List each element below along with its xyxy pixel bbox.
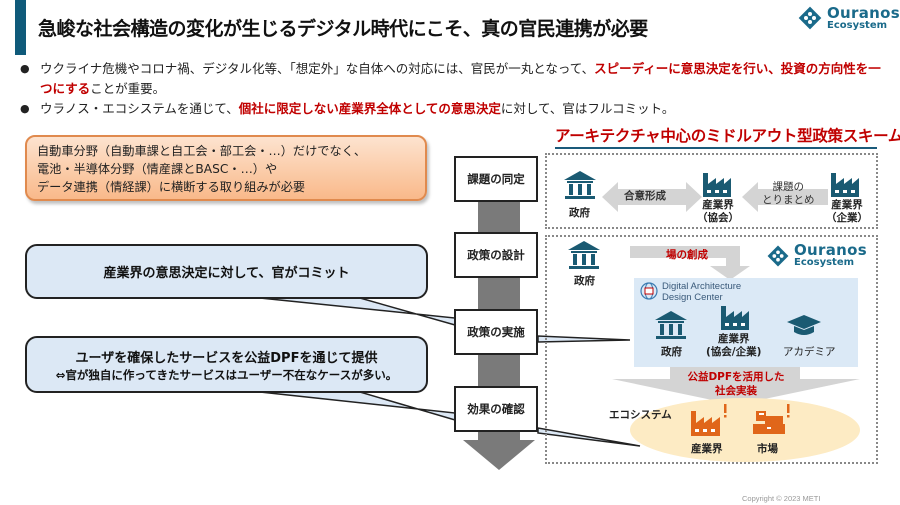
title-accent-bar <box>15 0 26 55</box>
gov-label: 政府 <box>574 275 595 287</box>
member-academia-label: アカデミア <box>783 346 836 358</box>
label-line: （協会） <box>697 212 739 224</box>
note-line: 電池・半導体分野（情産課とBASC・…）や <box>37 162 278 176</box>
bullet-list: ウクライナ危機やコロナ禍、デジタル化等、「想定外」な自体への対応には、官民が一丸… <box>18 59 888 119</box>
cross-sector-note: 自動車分野（自動車課と自工会・部工会・…）だけでなく、 電池・半導体分野（情産課… <box>25 135 427 201</box>
label-line: 公益DPFを活用した <box>687 371 785 383</box>
bullet-emphasis: スピーディーに意思決定を行い、投資の方向性を一つにする <box>40 61 881 96</box>
graduation-cap-icon <box>787 315 821 335</box>
logo-line1: Ouranos <box>794 241 867 259</box>
gov-label: 政府 <box>569 207 590 219</box>
eco-industry-label: 産業界 <box>691 443 723 455</box>
flow-step-implement: 政策の実施 <box>454 309 538 355</box>
logo-line2: Ecosystem <box>794 257 855 268</box>
cash-register-alert-icon <box>753 404 790 434</box>
callout-sub-text: ⇔官が独自に作ってきたサービスはユーザー不在なケースが多い。 <box>55 368 398 382</box>
ecosystem-ellipse <box>630 398 860 462</box>
government-building-icon <box>655 311 687 339</box>
callout-main-text: ユーザを確保したサービスを公益DPFを通じて提供 <box>75 351 378 366</box>
bullet-emphasis: 個社に限定しない産業界全体としての意思決定 <box>238 101 501 116</box>
factory-alert-icon <box>691 404 727 436</box>
middle-out-scheme-box <box>545 235 878 464</box>
eco-market-label: 市場 <box>757 443 778 455</box>
create-place-label: 場の創成 <box>666 249 708 261</box>
factory-icon <box>721 306 749 330</box>
label-line: 課題の <box>772 181 805 193</box>
summarize-label: 課題の とりまとめ <box>762 181 815 207</box>
government-building-icon <box>564 171 596 199</box>
callout-public-dpf: ユーザを確保したサービスを公益DPFを通じて提供 ⇔官が独自に作ってきたサービス… <box>25 336 428 393</box>
conventional-scheme-box <box>545 153 878 229</box>
scheme-title: アーキテクチャ中心のミドルアウト型政策スキーム <box>555 127 900 145</box>
dadc-name: Digital Architecture Design Center <box>662 281 741 303</box>
flow-step-evaluate: 効果の確認 <box>454 386 538 432</box>
bullet-text: ウクライナ危機やコロナ禍、デジタル化等、「想定外」な自体への対応には、官民が一丸… <box>40 61 595 76</box>
flow-step-identify: 課題の同定 <box>454 156 538 202</box>
label-line: 社会実装 <box>715 385 757 397</box>
label-line: とりまとめ <box>762 194 815 206</box>
bullet-item: ウラノス・エコシステムを通じて、個社に限定しない産業界全体としての意思決定に対し… <box>18 99 888 119</box>
industry-corp-label: 産業界 （企業） <box>826 199 868 225</box>
label-line: (協会/企業) <box>706 346 762 358</box>
dadc-globe-icon <box>640 282 658 300</box>
bullet-text: に対して、官はフルコミット。 <box>500 101 675 116</box>
logo-line1: Ouranos <box>827 3 900 22</box>
consensus-double-arrow <box>602 182 702 212</box>
industry-assoc-label: 産業界 （協会） <box>697 199 739 225</box>
bullet-text: ウラノス・エコシステムを通じて、 <box>40 101 239 116</box>
page-title: 急峻な社会構造の変化が生じるデジタル時代にこそ、真の官民連携が必要 <box>38 18 648 40</box>
summarize-arrow <box>742 182 828 212</box>
dadc-line: Digital Architecture <box>662 281 742 292</box>
consensus-label: 合意形成 <box>624 190 666 202</box>
factory-icon <box>703 173 731 197</box>
ecosystem-label: エコシステム <box>609 409 672 421</box>
factory-icon <box>831 173 859 197</box>
note-line: 自動車分野（自動車課と自工会・部工会・…）だけでなく、 <box>37 144 367 158</box>
label-line: （企業） <box>826 212 868 224</box>
government-building-icon <box>568 241 600 269</box>
logo-line2: Ecosystem <box>827 19 888 31</box>
ouranos-logo-icon <box>798 6 822 30</box>
member-gov-label: 政府 <box>661 346 682 358</box>
member-industry-label: 産業界 (協会/企業) <box>706 333 761 359</box>
callout-commit: 産業界の意思決定に対して、官がコミット <box>25 244 428 299</box>
dadc-line: Design Center <box>662 292 723 303</box>
bullet-text: ことが重要。 <box>90 81 166 96</box>
label-line: 産業界 <box>717 333 750 345</box>
label-line: 産業界 <box>831 199 863 211</box>
note-line: データ連携（情経課）に横断する取り組みが必要 <box>37 180 306 194</box>
label-line: 産業界 <box>702 199 734 211</box>
bullet-item: ウクライナ危機やコロナ禍、デジタル化等、「想定外」な自体への対応には、官民が一丸… <box>18 59 888 99</box>
copyright: Copyright © 2023 METI <box>742 494 821 503</box>
implement-arrow <box>612 367 860 405</box>
ouranos-logo-icon <box>767 245 789 266</box>
create-place-arrow <box>630 246 750 280</box>
callout-main-text: 産業界の意思決定に対して、官がコミット <box>103 266 350 281</box>
flow-step-design: 政策の設計 <box>454 232 538 278</box>
scheme-title-underline <box>555 147 877 149</box>
implement-label: 公益DPFを活用した 社会実装 <box>672 370 800 398</box>
flow-arrow-head <box>463 440 535 470</box>
